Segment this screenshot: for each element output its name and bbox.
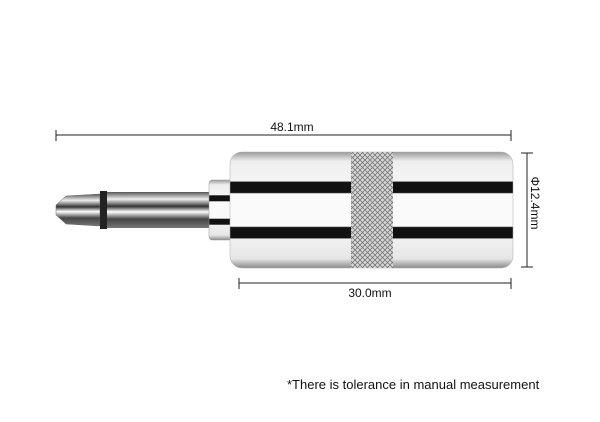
body-length-dimension — [238, 278, 512, 289]
knurled-grip — [351, 152, 393, 268]
body-length-label: 30.0mm — [348, 286, 392, 300]
tolerance-note: *There is tolerance in manual measuremen… — [287, 377, 540, 392]
plug-image — [55, 151, 514, 269]
plug-tip — [55, 193, 101, 227]
insulator-ring — [100, 191, 107, 229]
diameter-label: Φ12.4mm — [528, 176, 542, 230]
plug-collar — [208, 179, 234, 241]
plug-shaft — [107, 192, 209, 228]
diameter-dimension — [521, 152, 533, 268]
total-length-label: 48.1mm — [270, 120, 314, 134]
total-length-dimension — [55, 130, 512, 141]
